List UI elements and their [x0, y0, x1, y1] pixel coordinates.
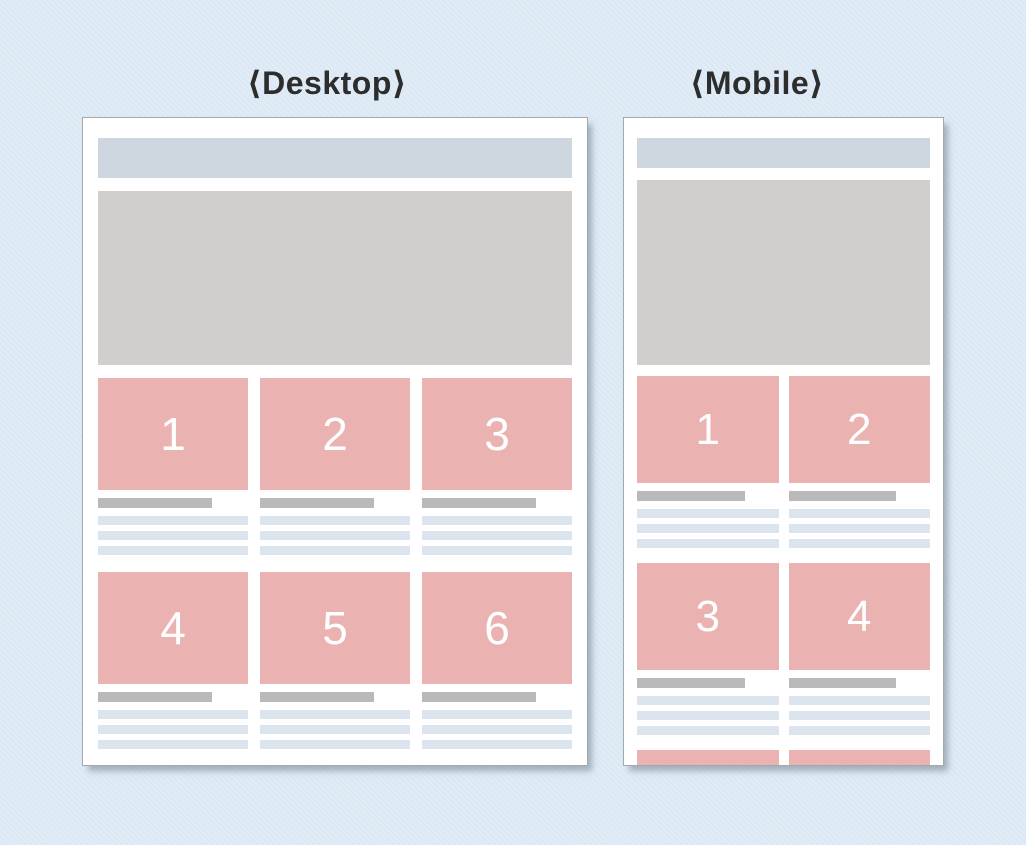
- text-line-placeholder: [98, 516, 248, 525]
- mobile-card-4: 4: [788, 563, 930, 735]
- card-number: 4: [160, 602, 186, 654]
- card-image-placeholder: 2: [788, 376, 930, 483]
- desktop-card-grid: 1 2 3: [98, 378, 572, 749]
- card-image-placeholder: [637, 750, 779, 765]
- desktop-card-3: 3: [422, 378, 572, 555]
- text-line-placeholder: [260, 546, 410, 555]
- card-title-placeholder: [788, 678, 897, 688]
- text-line-placeholder: [788, 696, 930, 705]
- text-line-placeholder: [98, 725, 248, 734]
- text-line-placeholder: [637, 524, 779, 533]
- text-line-placeholder: [98, 710, 248, 719]
- text-line-placeholder: [98, 531, 248, 540]
- card-number: 6: [484, 602, 510, 654]
- text-line-placeholder: [637, 711, 779, 720]
- text-line-placeholder: [637, 509, 779, 518]
- text-line-placeholder: [788, 524, 930, 533]
- text-line-placeholder: [260, 740, 410, 749]
- mobile-card-6-clipped: [788, 750, 930, 765]
- card-number: 4: [847, 591, 872, 641]
- card-number: 3: [484, 408, 510, 460]
- card-title-placeholder: [637, 678, 745, 688]
- text-line-placeholder: [637, 726, 779, 735]
- mobile-card-1: 1: [637, 376, 779, 548]
- desktop-hero-placeholder: [98, 191, 572, 365]
- text-line-placeholder: [260, 516, 410, 525]
- desktop-card-6: 6: [422, 572, 572, 749]
- card-number: 2: [847, 404, 872, 454]
- desktop-navbar-placeholder: [98, 138, 572, 178]
- mobile-label: ⟨Mobile⟩: [689, 65, 825, 101]
- text-line-placeholder: [422, 725, 572, 734]
- text-line-placeholder: [98, 546, 248, 555]
- card-title-placeholder: [788, 491, 897, 501]
- text-line-placeholder: [422, 710, 572, 719]
- card-number: 1: [160, 408, 186, 460]
- card-image-placeholder: 4: [98, 572, 248, 684]
- text-line-placeholder: [422, 546, 572, 555]
- card-image-placeholder: 5: [260, 572, 410, 684]
- card-image-placeholder: 6: [422, 572, 572, 684]
- text-line-placeholder: [637, 696, 779, 705]
- mobile-hero-placeholder: [637, 180, 930, 365]
- mobile-frame: 1 2 3: [623, 117, 944, 766]
- mobile-card-2: 2: [788, 376, 930, 548]
- text-line-placeholder: [788, 711, 930, 720]
- mobile-card-3: 3: [637, 563, 779, 735]
- card-title-placeholder: [98, 498, 212, 508]
- card-image-placeholder: [788, 750, 930, 765]
- card-title-placeholder: [422, 692, 536, 702]
- desktop-card-5: 5: [260, 572, 410, 749]
- mobile-card-5-clipped: [637, 750, 779, 765]
- card-image-placeholder: 2: [260, 378, 410, 490]
- card-image-placeholder: 3: [422, 378, 572, 490]
- text-line-placeholder: [422, 516, 572, 525]
- text-line-placeholder: [637, 539, 779, 548]
- desktop-card-4: 4: [98, 572, 248, 749]
- card-image-placeholder: 4: [788, 563, 930, 670]
- desktop-card-2: 2: [260, 378, 410, 555]
- card-title-placeholder: [637, 491, 745, 501]
- text-line-placeholder: [260, 531, 410, 540]
- text-line-placeholder: [260, 710, 410, 719]
- card-title-placeholder: [422, 498, 536, 508]
- card-title-placeholder: [260, 692, 374, 702]
- text-line-placeholder: [98, 740, 248, 749]
- card-number: 3: [695, 591, 720, 641]
- card-title-placeholder: [260, 498, 374, 508]
- card-number: 1: [695, 404, 720, 454]
- desktop-label: ⟨Desktop⟩: [247, 65, 407, 101]
- card-number: 2: [322, 408, 348, 460]
- desktop-card-1: 1: [98, 378, 248, 555]
- desktop-frame: 1 2 3: [82, 117, 588, 766]
- text-line-placeholder: [422, 531, 572, 540]
- card-title-placeholder: [98, 692, 212, 702]
- card-image-placeholder: 3: [637, 563, 779, 670]
- text-line-placeholder: [422, 740, 572, 749]
- mobile-navbar-placeholder: [637, 138, 930, 168]
- text-line-placeholder: [788, 726, 930, 735]
- card-image-placeholder: 1: [98, 378, 248, 490]
- card-number: 5: [322, 602, 348, 654]
- text-line-placeholder: [260, 725, 410, 734]
- text-line-placeholder: [788, 539, 930, 548]
- text-line-placeholder: [788, 509, 930, 518]
- mobile-card-grid: 1 2 3: [637, 376, 930, 765]
- card-image-placeholder: 1: [637, 376, 779, 483]
